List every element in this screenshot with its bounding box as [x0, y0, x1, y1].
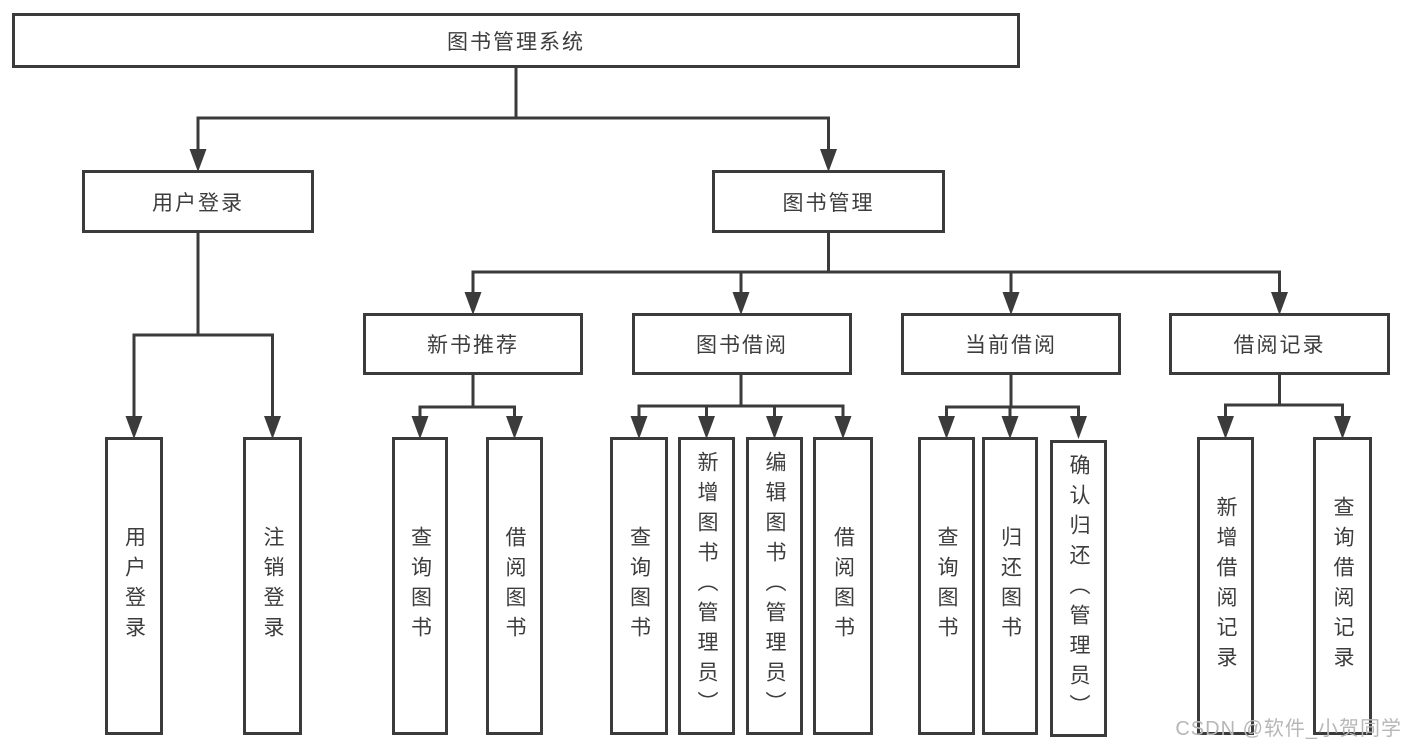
node-current-borrowing: 当前借阅: [901, 313, 1121, 375]
leaf-records-add-borrow-record: 新增借阅记录: [1197, 437, 1254, 735]
leaf-user-login: 用户登录: [105, 437, 163, 735]
node-label: 编辑图书（管理员）: [763, 451, 786, 721]
leaf-recommend-query-books: 查询图书: [392, 437, 448, 735]
node-label: 图书管理: [782, 191, 875, 215]
node-label: 图书借阅: [696, 334, 788, 357]
leaf-current-confirm-return-admin: 确认归还（管理员）: [1050, 440, 1107, 737]
node-label: 查询图书: [627, 526, 651, 646]
node-library-management-system: 图书管理系统: [12, 13, 1020, 68]
leaf-records-query-borrow-record: 查询借阅记录: [1313, 437, 1372, 735]
node-label: 新书推荐: [427, 334, 519, 357]
node-label: 查询图书: [935, 526, 958, 646]
node-label: 新增图书（管理员）: [695, 451, 718, 721]
node-book-management: 图书管理: [712, 170, 945, 233]
node-label: 新增借阅记录: [1214, 496, 1237, 676]
node-label: 借阅图书: [503, 526, 526, 646]
leaf-borrowing-add-books-admin: 新增图书（管理员）: [678, 437, 735, 735]
node-label: 确认归还（管理员）: [1067, 453, 1090, 724]
node-label: 查询借阅记录: [1331, 496, 1354, 676]
node-borrowing-records: 借阅记录: [1169, 313, 1390, 375]
node-label: 用户登录: [122, 526, 146, 646]
node-book-borrowing: 图书借阅: [632, 313, 852, 375]
node-user-login: 用户登录: [82, 170, 314, 233]
node-label: 当前借阅: [965, 334, 1057, 357]
node-label: 归还图书: [998, 526, 1022, 646]
node-label: 借阅图书: [831, 526, 855, 646]
node-label: 借阅记录: [1233, 334, 1326, 357]
node-new-book-recommend: 新书推荐: [363, 313, 583, 375]
leaf-borrowing-borrow-books: 借阅图书: [813, 437, 873, 735]
leaf-recommend-borrow-books: 借阅图书: [486, 437, 543, 735]
leaf-logout: 注销登录: [243, 437, 302, 735]
leaf-current-return-books: 归还图书: [982, 437, 1038, 735]
node-label: 用户登录: [152, 191, 244, 215]
leaf-borrowing-query-books: 查询图书: [610, 437, 668, 735]
node-label: 查询图书: [408, 526, 432, 646]
leaf-current-query-books: 查询图书: [918, 437, 975, 735]
node-label: 图书管理系统: [447, 30, 585, 54]
node-label: 注销登录: [261, 526, 284, 646]
leaf-borrowing-edit-books-admin: 编辑图书（管理员）: [746, 437, 803, 735]
